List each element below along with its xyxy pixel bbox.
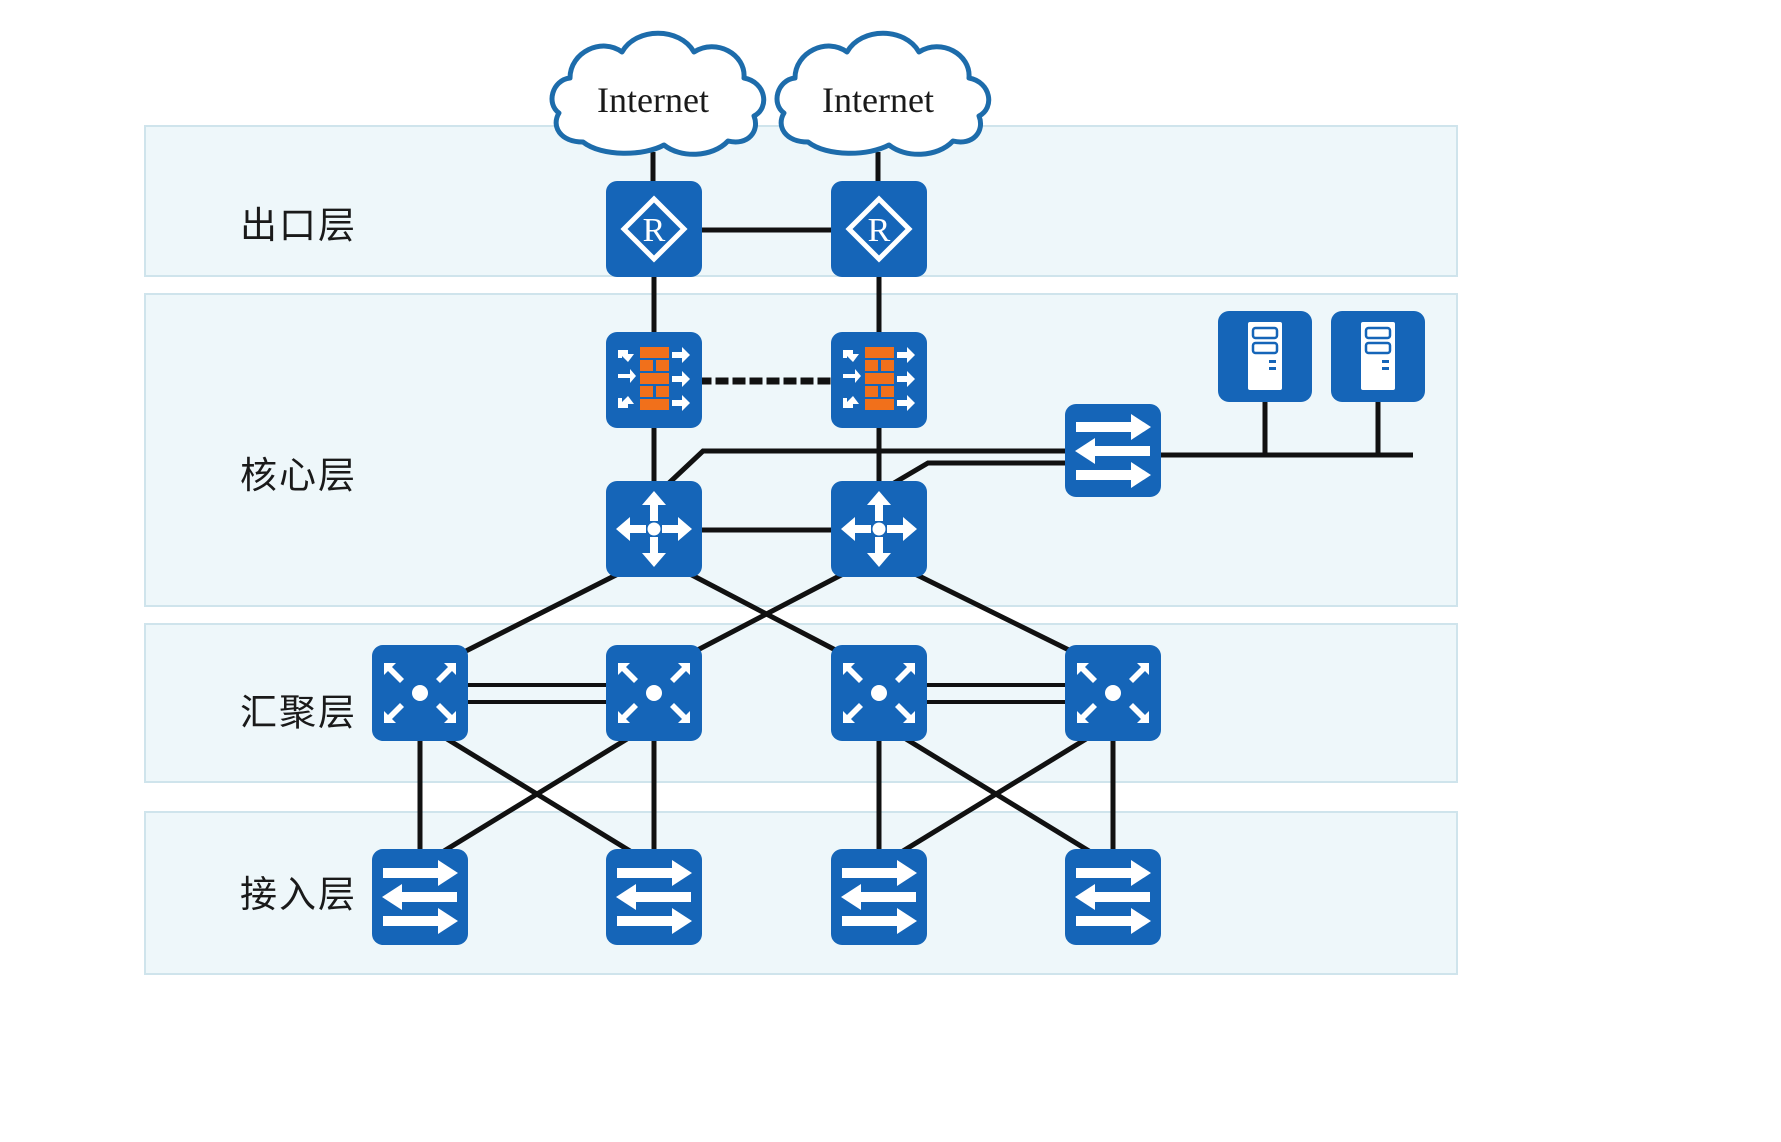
node-aggregation-switch-1[interactable] [372,645,468,741]
server-icon [1359,320,1397,392]
link-agg2-acc1 [442,736,629,854]
link-agg4-acc3 [901,736,1088,854]
zone-label-core: 核心层 [240,454,357,497]
node-firewall-2[interactable] [831,332,927,428]
cloud-internet-2[interactable]: Internet [774,30,992,157]
node-server-1[interactable] [1218,311,1312,402]
node-aggregation-switch-4[interactable] [1065,645,1161,741]
link-core1-server-switch [667,448,1065,485]
node-access-switch-1[interactable] [372,849,468,945]
zone-band-aggregation: 汇聚层 [144,623,1458,783]
zone-label-access: 接入层 [240,873,357,916]
layer2-switch-icon [841,860,917,934]
server-icon [1246,320,1284,392]
zone-band-egress: 出口层 [144,125,1458,277]
cloud-label-internet-2: Internet [822,80,934,120]
layer2-switch-icon [616,860,692,934]
cloud-icon [774,30,992,157]
internet-clouds: Internet Internet [549,30,992,157]
link-core2-server-switch [892,460,1065,486]
node-router-2[interactable] [831,181,927,277]
zone-band-access: 接入层 [144,811,1458,975]
zone-bands: 出口层 核心层 汇聚层 接入层 [144,125,1458,975]
link-core2-agg4 [911,570,1081,658]
cloud-internet-1[interactable]: Internet [549,30,767,157]
cloud-icon [549,30,767,157]
node-access-switch-2[interactable] [606,849,702,945]
node-core-switch-1[interactable] [606,481,702,577]
link-core2-agg2 [686,570,847,658]
node-aggregation-switch-3[interactable] [831,645,927,741]
node-firewall-1[interactable] [606,332,702,428]
node-core-switch-2[interactable] [831,481,927,577]
node-router-1[interactable] [606,181,702,277]
node-server-switch[interactable] [1065,404,1161,497]
node-access-switch-3[interactable] [831,849,927,945]
zone-label-egress: 出口层 [240,204,357,247]
node-server-2[interactable] [1331,311,1425,402]
zone-label-aggregation: 汇聚层 [240,691,357,734]
layer2-switch-icon [1075,414,1151,488]
layer2-switch-icon [1075,860,1151,934]
link-core1-agg1 [456,570,622,658]
layer2-switch-icon [382,860,458,934]
node-access-switch-4[interactable] [1065,849,1161,945]
node-aggregation-switch-2[interactable] [606,645,702,741]
cloud-label-internet-1: Internet [597,80,709,120]
links [417,152,1413,854]
